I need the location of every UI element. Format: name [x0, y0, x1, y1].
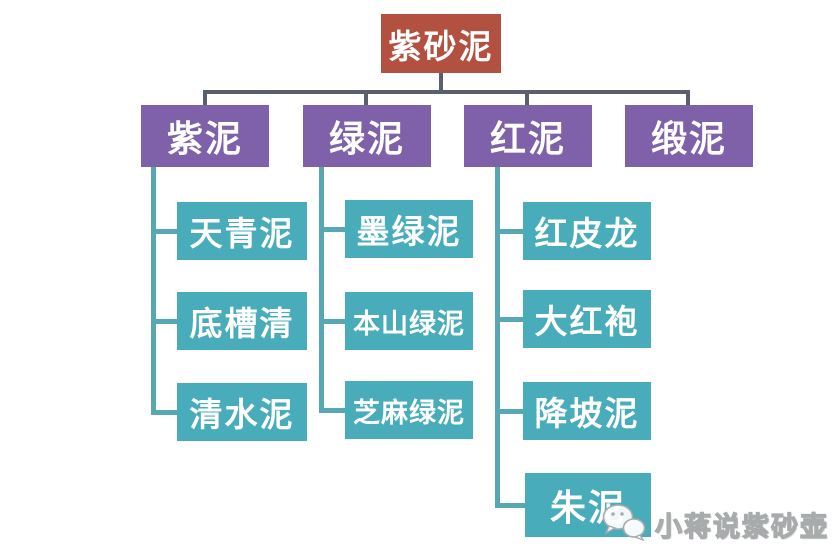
- watermark: 小蒋说紫砂壶: [601, 503, 829, 546]
- connector-vertical: [495, 167, 500, 508]
- watermark-text: 小蒋说紫砂壶: [654, 511, 829, 542]
- speech-bubbles-icon: [601, 503, 647, 546]
- node-branch-lvni: 绿泥: [303, 105, 431, 167]
- connector-stub: [497, 229, 524, 234]
- connector-horizontal: [203, 90, 690, 94]
- node-branch-zini: 紫泥: [141, 105, 269, 167]
- connector-stub: [321, 319, 346, 324]
- connector-drop: [525, 92, 529, 106]
- connector-stub: [497, 317, 524, 322]
- connector-stub: [321, 408, 346, 413]
- connector-stub: [497, 409, 524, 414]
- node-leaf: 清水泥: [177, 383, 307, 441]
- node-branch-duanni: 缎泥: [625, 105, 753, 167]
- node-leaf: 红皮龙: [523, 202, 651, 260]
- node-leaf: 大红袍: [523, 290, 651, 348]
- connector-root-stem: [439, 73, 443, 92]
- node-root: 紫砂泥: [381, 14, 501, 73]
- connector-drop: [203, 92, 207, 106]
- node-leaf: 降坡泥: [523, 382, 651, 440]
- node-leaf: 底槽清: [177, 292, 307, 350]
- connector-stub: [321, 227, 346, 232]
- connector-vertical: [151, 167, 156, 415]
- connector-vertical: [319, 167, 324, 413]
- connector-drop: [364, 92, 368, 106]
- node-leaf: 天青泥: [177, 202, 307, 260]
- connector-stub: [153, 319, 178, 324]
- node-leaf: 芝麻绿泥: [345, 381, 473, 439]
- connector-stub: [153, 229, 178, 234]
- connector-stub: [153, 410, 178, 415]
- node-branch-hongni: 红泥: [464, 105, 592, 167]
- node-leaf: 墨绿泥: [345, 200, 473, 258]
- connector-drop: [686, 92, 690, 106]
- node-leaf: 本山绿泥: [345, 292, 473, 350]
- connector-stub: [497, 503, 526, 508]
